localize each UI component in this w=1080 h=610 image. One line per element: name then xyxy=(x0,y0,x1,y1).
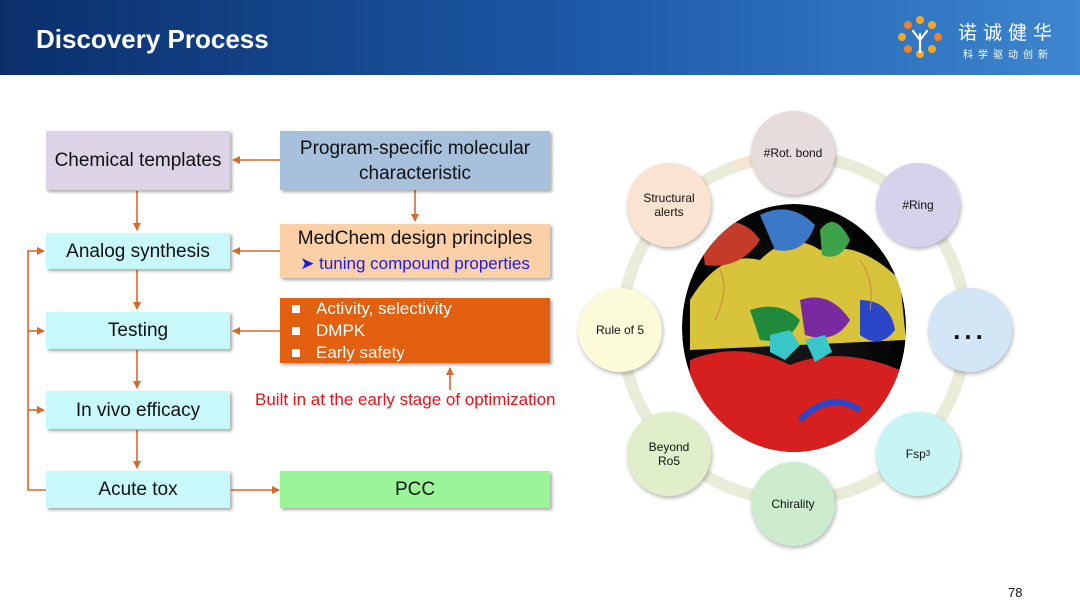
wheel-node-structural-alerts: Structural alerts xyxy=(627,163,711,247)
in-vivo-efficacy-box: In vivo efficacy xyxy=(46,391,230,429)
medchem-principles-box: MedChem design principles ➤ tuning compo… xyxy=(280,224,550,278)
medchem-title: MedChem design principles xyxy=(297,228,533,249)
testing-items-box: Activity, selectivity DMPK Early safety xyxy=(280,298,550,363)
bullet-square-icon xyxy=(292,348,300,357)
company-logo-icon xyxy=(898,16,942,58)
wheel-node-beyond-ro5: Beyond Ro5 xyxy=(627,412,711,496)
wheel-node-rule-of-5: Rule of 5 xyxy=(578,288,662,372)
bullet-square-icon xyxy=(292,304,300,313)
company-name: 诺诚健华 xyxy=(958,22,1059,44)
wheel-node-ring: #Ring xyxy=(876,163,960,247)
wheel-node-more: ... xyxy=(928,288,1012,372)
built-in-note: Built in at the early stage of optimizat… xyxy=(255,390,556,409)
medchem-subtitle-row: ➤ tuning compound properties xyxy=(300,251,530,276)
header-bar: Discovery Process 诺诚健华 科学驱动创新 xyxy=(0,0,1080,75)
program-specific-box: Program-specific molecular characteristi… xyxy=(280,131,550,190)
medchem-subtitle: tuning compound properties xyxy=(319,254,530,273)
slide-title: Discovery Process xyxy=(36,24,269,54)
testing-item: Activity, selectivity xyxy=(288,298,452,320)
acute-tox-box: Acute tox xyxy=(46,471,230,508)
chemical-templates-box: Chemical templates xyxy=(46,131,230,190)
wheel-node-chirality: Chirality xyxy=(751,462,835,546)
protein-surface-image xyxy=(682,204,906,452)
arrow-right-icon: ➤ xyxy=(300,254,315,273)
testing-item: DMPK xyxy=(288,320,365,342)
page-number: 78 xyxy=(1008,585,1023,600)
bullet-square-icon xyxy=(292,326,300,335)
feedback-loop-line xyxy=(27,247,46,491)
company-tagline: 科学驱动创新 xyxy=(963,50,1053,61)
wheel-node-rot-bond: #Rot. bond xyxy=(751,111,835,195)
pcc-box: PCC xyxy=(280,471,550,508)
testing-box: Testing xyxy=(46,312,230,349)
analog-synthesis-box: Analog synthesis xyxy=(46,233,230,269)
testing-item: Early safety xyxy=(288,342,405,364)
